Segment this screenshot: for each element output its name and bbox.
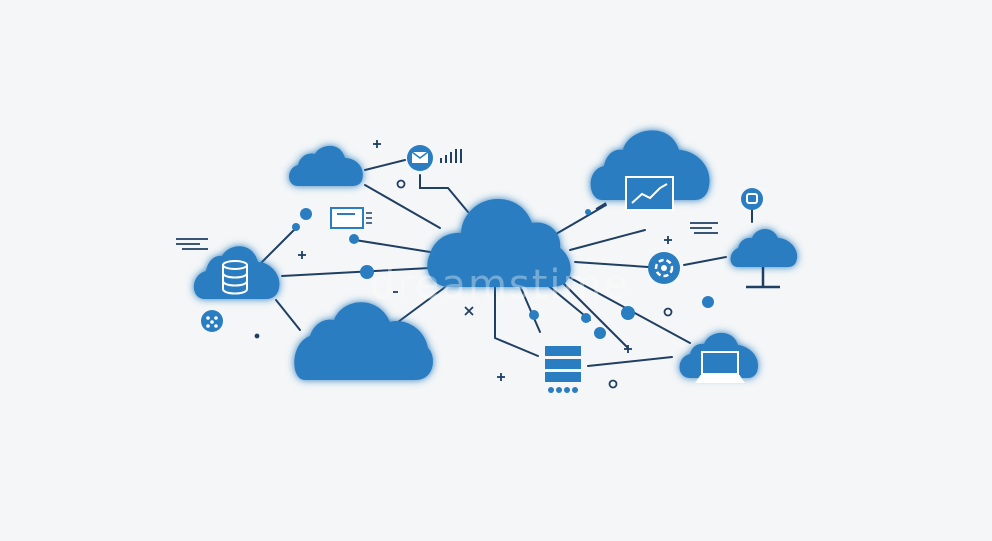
network-stand-icon [746,267,780,289]
network-cloud [730,228,798,267]
signal-bars-icon [440,149,462,163]
connector-line [364,159,406,171]
laptop-icon [695,351,745,383]
connector-line [555,204,607,235]
connector-line [494,285,539,357]
connector-line [261,227,297,263]
junction-node [292,223,300,231]
top-left-cloud [289,145,363,186]
connector-line [544,282,591,321]
database-cloud [193,246,280,299]
junction-node [529,310,539,320]
bottom-left-cloud [294,302,433,380]
connector-line [397,284,449,323]
connector-line [519,285,541,333]
junction-node [360,265,374,279]
dash-lines-icon [690,222,718,234]
monitor-icon [330,207,372,229]
plus-icon [664,236,672,244]
decor-ring [663,307,673,317]
junction-node [702,296,714,308]
network-node-icon [201,310,223,332]
connector-line [354,239,431,253]
connector-line [569,229,646,251]
junction-node [300,208,312,220]
cross-icon [464,306,474,316]
email-icon [407,145,433,171]
decor-ring [396,179,406,189]
central-cloud [427,199,571,287]
analytics-cloud [590,130,710,200]
plus-icon [624,345,632,353]
connector-line [281,267,431,277]
connector-line [587,356,673,367]
decor-ring [608,379,618,389]
gear-icon [648,252,680,284]
connector-line [559,279,629,349]
plus-icon [298,251,306,259]
dash-mark [595,202,607,210]
shield-icon [741,188,763,210]
connector-line [574,261,649,268]
plus-icon [373,140,381,148]
junction-node [594,327,606,339]
junction-node [581,313,591,323]
server-icon [545,346,581,393]
dash-lines-icon [176,238,208,250]
database-icon [222,260,248,295]
decor-marks [176,140,718,389]
connector-line [364,184,441,229]
connector-line [419,174,469,213]
junction-node [585,209,591,215]
junction-node [349,234,359,244]
line-chart-icon [625,176,674,211]
decor-ring [254,333,260,339]
connector-line [683,256,727,266]
connector-line [275,299,301,331]
junction-node [621,306,635,320]
plus-icon [497,373,505,381]
junction-nodes [292,208,714,339]
